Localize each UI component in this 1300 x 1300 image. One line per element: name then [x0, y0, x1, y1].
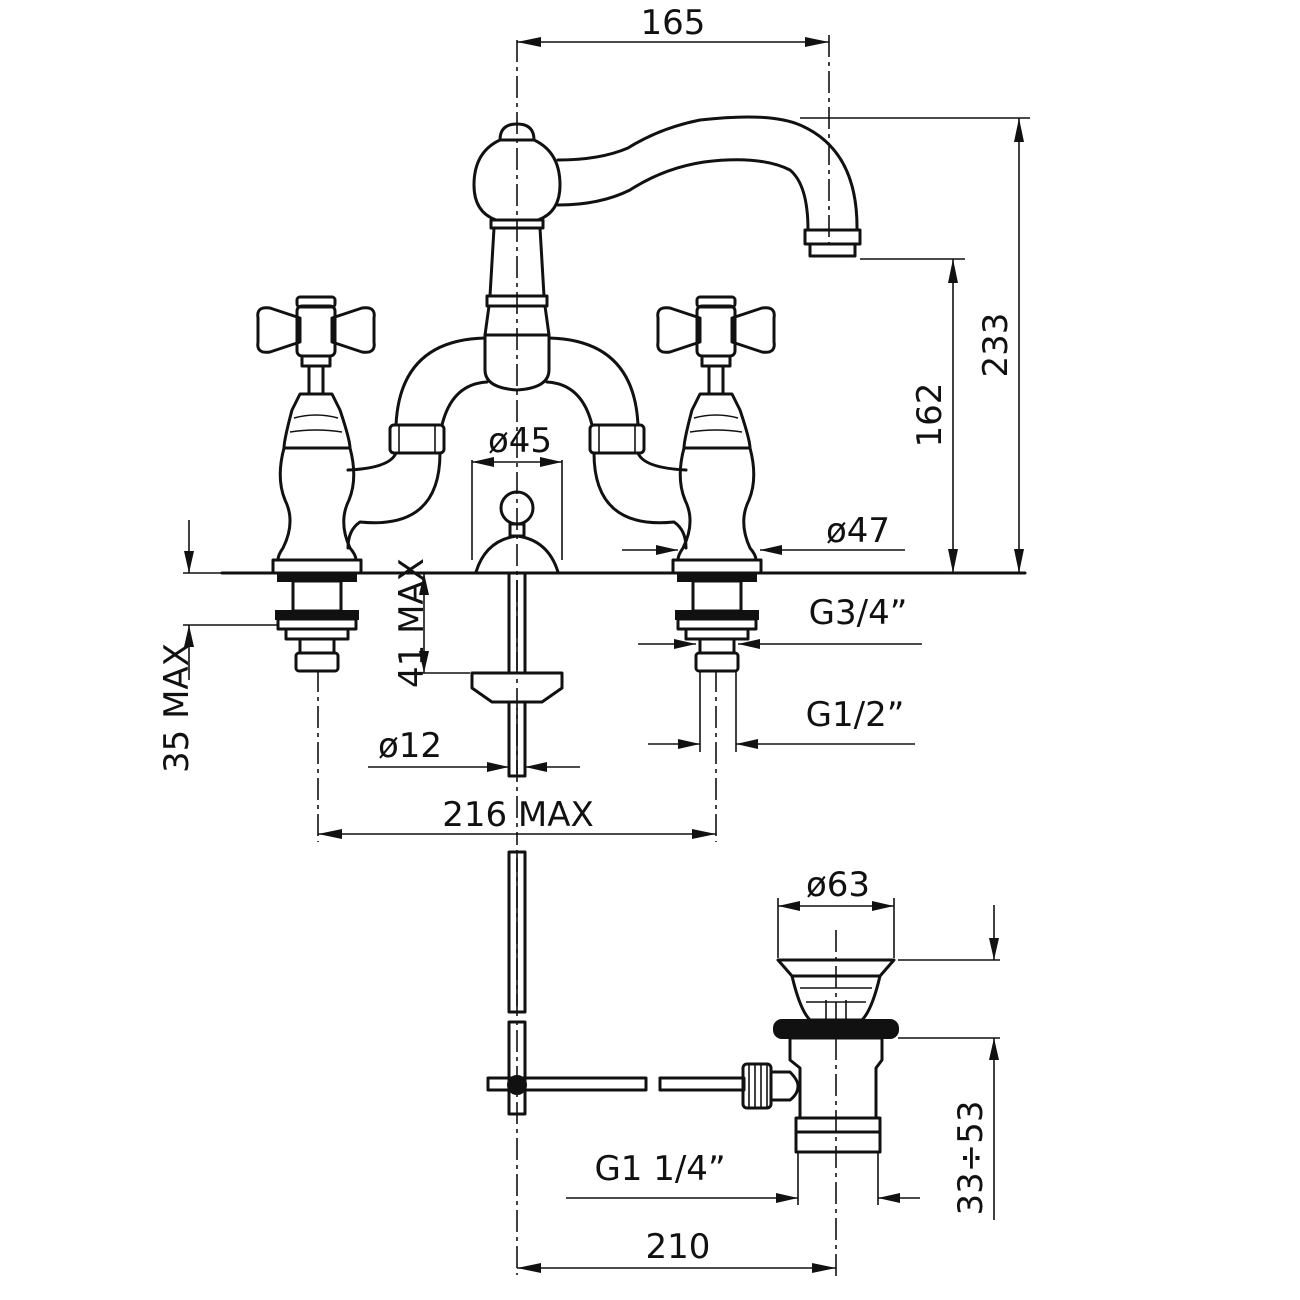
waste-assembly: [486, 958, 899, 1154]
left-valve: [256, 295, 376, 673]
dim-216-max-label: 216 MAX: [442, 795, 594, 835]
dim-g34-label: G3/4”: [809, 593, 908, 633]
dim-diameter-47-label: ø47: [826, 511, 890, 551]
dim-233-label: 233: [976, 313, 1016, 378]
center-lines: [317, 35, 837, 1280]
dim-diameter-45-label: ø45: [488, 421, 552, 461]
dim-41-max-label: 41 MAX: [392, 558, 432, 688]
dim-g12-label: G1/2”: [806, 695, 905, 735]
dim-diameter-63-label: ø63: [806, 865, 870, 905]
faucet-body: [346, 122, 688, 550]
dim-162-label: 162: [910, 383, 950, 448]
dimension-labels: 165 233 162 ø45 ø47 G3/4” G1/2” ø12 216 …: [157, 3, 1016, 1267]
dim-33-53-label: 33÷53: [951, 1100, 991, 1215]
spout: [556, 115, 862, 258]
dimension-lines: [183, 37, 1030, 1273]
dim-diameter-12-label: ø12: [378, 726, 442, 766]
dim-g1-14-label: G1 1/4”: [594, 1149, 725, 1189]
popup-knob: [471, 460, 563, 574]
dim-165-label: 165: [641, 3, 706, 43]
dim-35-max-label: 35 MAX: [157, 643, 197, 773]
tie-rod: [470, 571, 564, 1116]
dim-210-label: 210: [646, 1227, 711, 1267]
right-valve: [656, 295, 776, 673]
